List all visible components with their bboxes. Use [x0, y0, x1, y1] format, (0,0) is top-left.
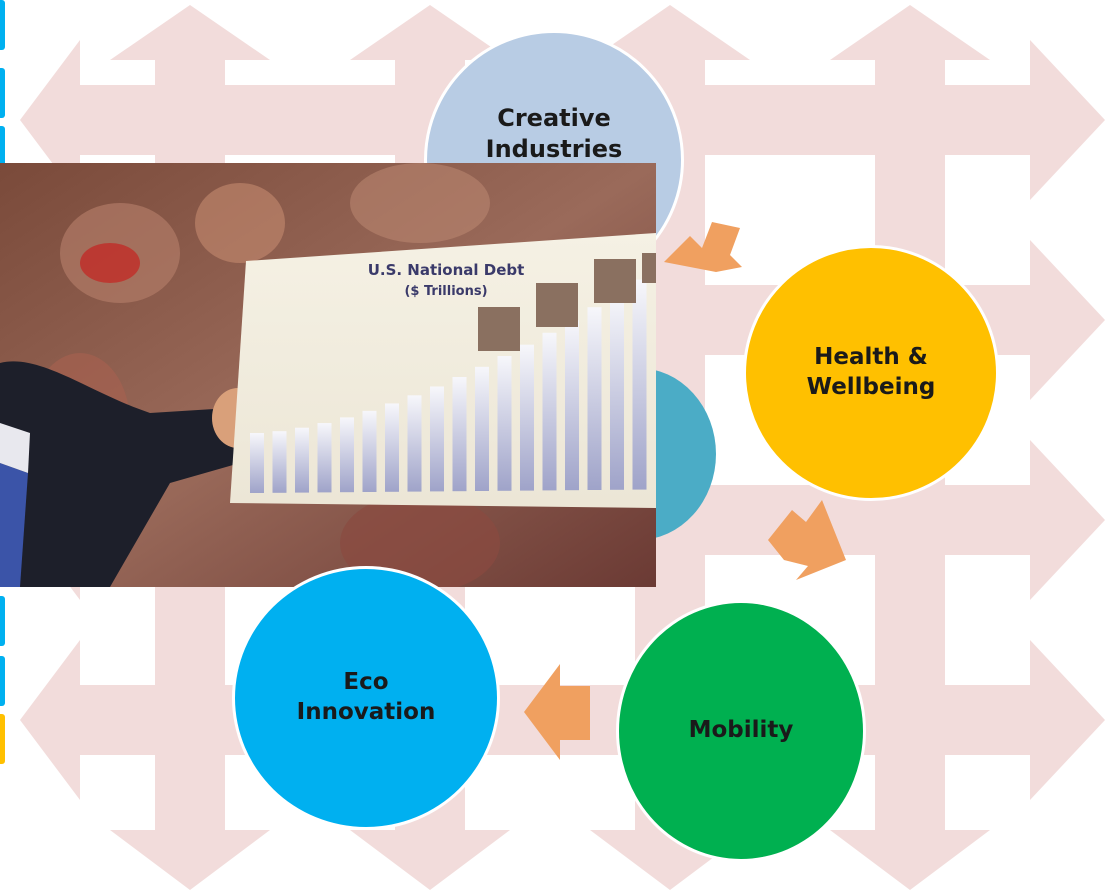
board-bar — [520, 344, 534, 491]
board-bar — [317, 423, 332, 493]
portrait-2 — [536, 283, 578, 327]
shirt — [0, 423, 30, 473]
board-bar — [632, 279, 647, 490]
board-bar — [385, 403, 399, 492]
bg-arrowhead-right — [1030, 240, 1105, 400]
left-tab-4 — [0, 596, 5, 646]
board-bar — [362, 410, 377, 492]
board-bar — [587, 307, 602, 490]
bg-arrowhead-down — [350, 830, 510, 890]
bg-arrowhead-right — [1030, 40, 1105, 200]
portrait-4 — [642, 253, 656, 283]
left-tab-1 — [0, 0, 5, 50]
board-bar — [497, 356, 512, 491]
board-bar — [542, 332, 557, 491]
bg-arrowhead-left — [20, 640, 80, 800]
board-bar — [475, 366, 489, 491]
board-subtitle: ($ Trillions) — [404, 284, 487, 299]
board-bar — [250, 433, 264, 493]
bg-arrowhead-down — [110, 830, 270, 890]
bg-arrowhead-down — [830, 830, 990, 890]
bg-arrowhead-up — [590, 5, 750, 60]
striped-tie — [0, 463, 28, 587]
bg-arrowhead-up — [350, 5, 510, 60]
suit-jacket — [0, 361, 240, 587]
board-bar — [610, 293, 624, 490]
board-bars — [250, 279, 647, 493]
bg-arrowhead-up — [830, 5, 990, 60]
left-tab-6 — [0, 714, 5, 764]
bg-arrowhead-left — [20, 40, 80, 200]
portrait-3 — [594, 259, 636, 303]
crowd-red-cap — [80, 243, 140, 283]
board-title: U.S. National Debt — [368, 261, 525, 279]
board-bar — [452, 376, 467, 492]
crowd-blur-5 — [340, 493, 500, 587]
bg-arrowhead-right — [1030, 640, 1105, 800]
node-eco-innovation: Eco Innovation — [232, 566, 500, 830]
bg-arrowhead-up — [110, 5, 270, 60]
left-tab-2 — [0, 68, 5, 118]
board-bar — [272, 431, 287, 493]
crowd-blur-2 — [195, 183, 285, 263]
left-tab-3 — [0, 126, 5, 166]
bg-horizontal-band — [60, 685, 1050, 755]
crowd-blur-4 — [350, 163, 490, 243]
left-tab-5 — [0, 656, 5, 706]
board-bar — [430, 386, 444, 492]
node-health-wellbeing: Health & Wellbeing — [743, 245, 999, 501]
board-bar — [407, 395, 422, 492]
board-bar — [340, 417, 354, 493]
board-bar — [565, 320, 579, 491]
rally-photo: U.S. National Debt ($ Trillions) — [0, 163, 656, 587]
portrait-1 — [478, 307, 520, 351]
board-bar — [295, 427, 309, 493]
node-mobility: Mobility — [616, 600, 866, 862]
bg-arrowhead-right — [1030, 440, 1105, 600]
